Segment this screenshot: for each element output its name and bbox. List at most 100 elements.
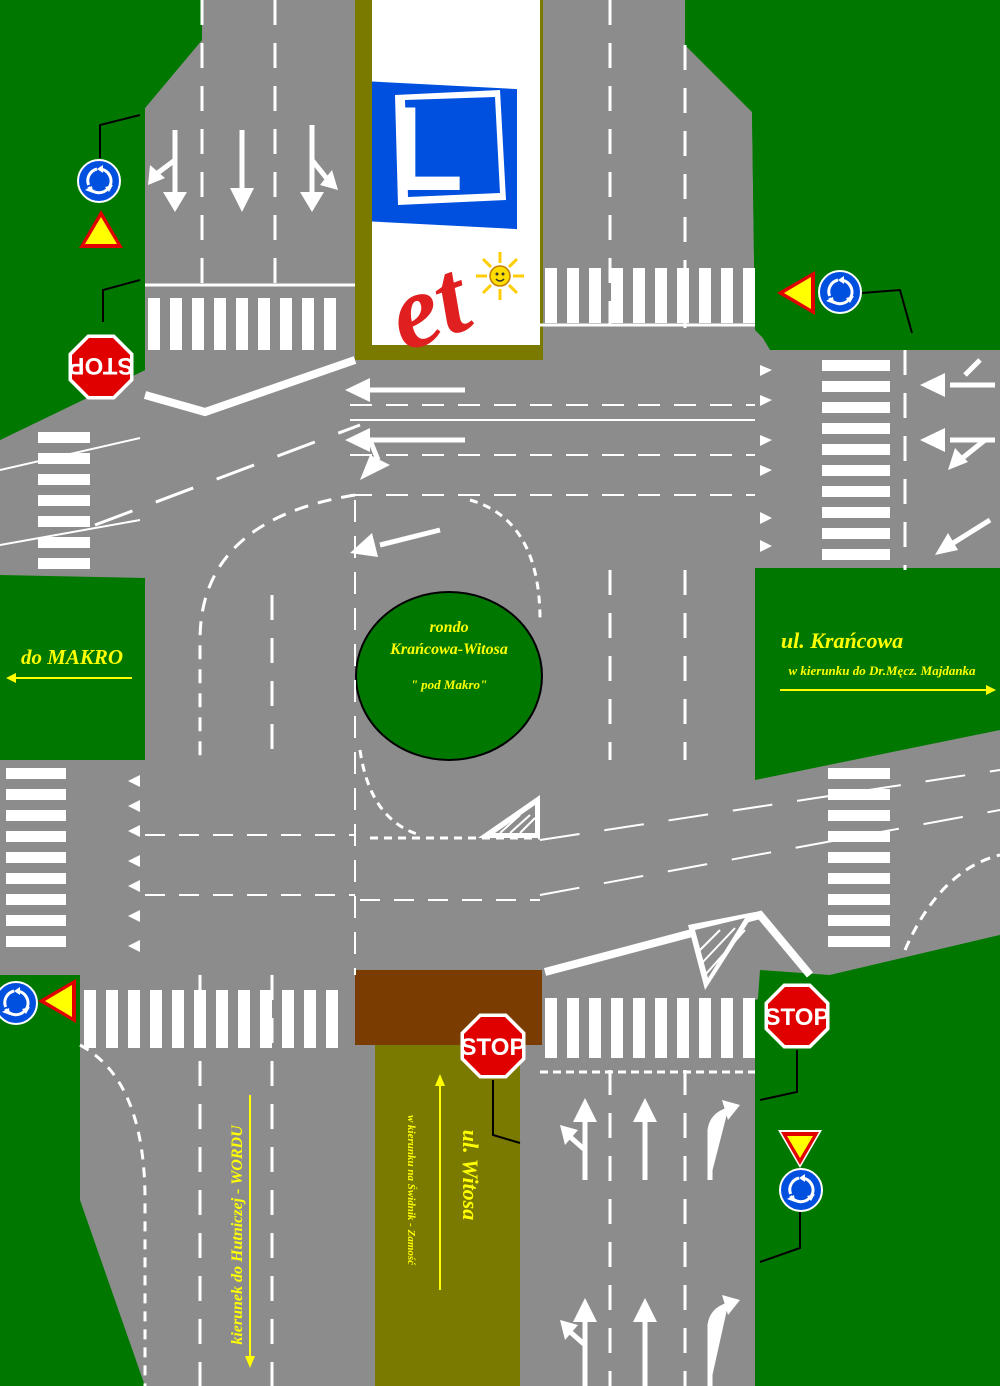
crosswalk-stripe xyxy=(822,486,890,497)
stop-sign-se: STOP xyxy=(764,983,830,1049)
crosswalk-stripe xyxy=(38,558,90,569)
crosswalk-stripe xyxy=(828,768,890,779)
crosswalk-stripe xyxy=(260,990,272,1048)
crosswalk-stripe xyxy=(280,298,292,350)
crosswalk-stripe xyxy=(172,990,184,1048)
crosswalk-stripe xyxy=(192,298,204,350)
billboard-letter: L xyxy=(390,82,463,216)
crosswalk-stripe xyxy=(214,298,226,350)
crosswalk-stripe xyxy=(743,998,755,1058)
crosswalk-stripe xyxy=(38,474,90,485)
stop-sign-text: STOP xyxy=(69,352,134,379)
crosswalk-stripe xyxy=(699,268,711,323)
stop-sign-south-median: STOP xyxy=(460,1013,526,1079)
crosswalk-stripe xyxy=(6,810,66,821)
crosswalk-stripe xyxy=(38,537,90,548)
traffic-signs: STOP STOP STOP xyxy=(0,114,913,1263)
crosswalk-stripe xyxy=(545,268,557,323)
crosswalk-stripe xyxy=(6,768,66,779)
crosswalk-stripe xyxy=(148,298,160,350)
crosswalk-stripe xyxy=(282,990,294,1048)
east-street-label: ul. Krańcowa xyxy=(781,628,903,653)
south-right-direction-label: w kierunku na Świdnik - Zamość xyxy=(405,1115,417,1266)
crosswalk-stripe xyxy=(822,528,890,539)
crosswalk-stripe xyxy=(38,516,90,527)
crosswalk-stripe xyxy=(6,852,66,863)
crosswalk-stripe xyxy=(611,998,623,1058)
north-median-billboard: L et xyxy=(355,0,543,374)
crosswalk-stripe xyxy=(655,268,667,323)
crosswalks xyxy=(6,268,890,1058)
crosswalk-stripe xyxy=(106,990,118,1048)
crosswalk-stripe xyxy=(822,444,890,455)
south-left-direction-label: kierunek do Hutniczej - WORDU xyxy=(229,1124,246,1345)
east-direction-label: w kierunku do Dr.Męcz. Majdanka xyxy=(788,663,976,678)
crosswalk-stripe xyxy=(828,915,890,926)
crosswalk-stripe xyxy=(828,810,890,821)
south-median-olive xyxy=(375,1045,520,1386)
stop-sign-nw: STOP xyxy=(68,334,134,400)
crosswalk-stripe xyxy=(238,990,250,1048)
crosswalk-stripe xyxy=(6,894,66,905)
crosswalk-stripe xyxy=(304,990,316,1048)
map-labels: rondo Krańcowa-Witosa " pod Makro" do MA… xyxy=(6,619,996,1368)
crosswalk-stripe xyxy=(633,268,645,323)
lane-arrows xyxy=(148,125,995,1386)
crosswalk-stripe xyxy=(6,831,66,842)
stop-sign-text: STOP xyxy=(765,1004,830,1031)
roundabout-sign-icon xyxy=(778,1167,824,1213)
crosswalk-stripe xyxy=(677,998,689,1058)
crosswalk-stripe xyxy=(822,465,890,476)
crosswalk-stripe xyxy=(828,852,890,863)
roundabout-island xyxy=(355,591,543,761)
crosswalk-stripe xyxy=(302,298,314,350)
crosswalk-stripe xyxy=(589,998,601,1058)
roundabout-sign-icon xyxy=(76,158,122,204)
crosswalk-stripe xyxy=(589,268,601,323)
sign-post-nw-upper xyxy=(99,114,141,158)
crosswalk-stripe xyxy=(828,789,890,800)
crosswalk-stripe xyxy=(828,894,890,905)
yield-teeth xyxy=(128,365,772,952)
roundabout-label-line3: " pod Makro" xyxy=(411,677,488,692)
crosswalk-stripe xyxy=(822,381,890,392)
crosswalk-stripe xyxy=(822,549,890,560)
crosswalk-stripe xyxy=(828,936,890,947)
roundabout-label-line1: rondo xyxy=(429,619,468,636)
crosswalk-stripe xyxy=(822,402,890,413)
crosswalk-stripe xyxy=(236,298,248,350)
crosswalk-stripe xyxy=(611,268,623,323)
roundabout-sign-icon xyxy=(817,269,863,315)
stop-sign-text: STOP xyxy=(461,1034,526,1061)
crosswalk-stripe xyxy=(150,990,162,1048)
crosswalk-stripe xyxy=(743,268,755,323)
crosswalk-stripe xyxy=(38,432,90,443)
crosswalk-stripe xyxy=(567,268,579,323)
roundabout-label-line2: Krańcowa-Witosa xyxy=(389,641,508,658)
crosswalk-stripe xyxy=(699,998,711,1058)
crosswalk-stripe xyxy=(258,298,270,350)
crosswalk-stripe xyxy=(828,831,890,842)
crosswalk-stripe xyxy=(216,990,228,1048)
south-right-street-label: ul. Witosa xyxy=(458,1130,483,1220)
crosswalk-stripe xyxy=(567,998,579,1058)
crosswalk-stripe xyxy=(128,990,140,1048)
sun-icon xyxy=(476,252,524,300)
crosswalk-stripe xyxy=(170,298,182,350)
crosswalk-stripe xyxy=(6,789,66,800)
crosswalk-stripe xyxy=(84,990,96,1048)
crosswalk-stripe xyxy=(828,873,890,884)
roundabout-sign-icon xyxy=(0,980,39,1026)
crosswalk-stripe xyxy=(38,495,90,506)
crosswalk-stripe xyxy=(6,915,66,926)
crosswalk-stripe xyxy=(324,298,336,350)
crosswalk-stripe xyxy=(822,360,890,371)
crosswalk-stripe xyxy=(677,268,689,323)
west-label: do MAKRO xyxy=(21,645,123,669)
crosswalk-stripe xyxy=(326,990,338,1048)
crosswalk-stripe xyxy=(38,453,90,464)
crosswalk-stripe xyxy=(721,268,733,323)
